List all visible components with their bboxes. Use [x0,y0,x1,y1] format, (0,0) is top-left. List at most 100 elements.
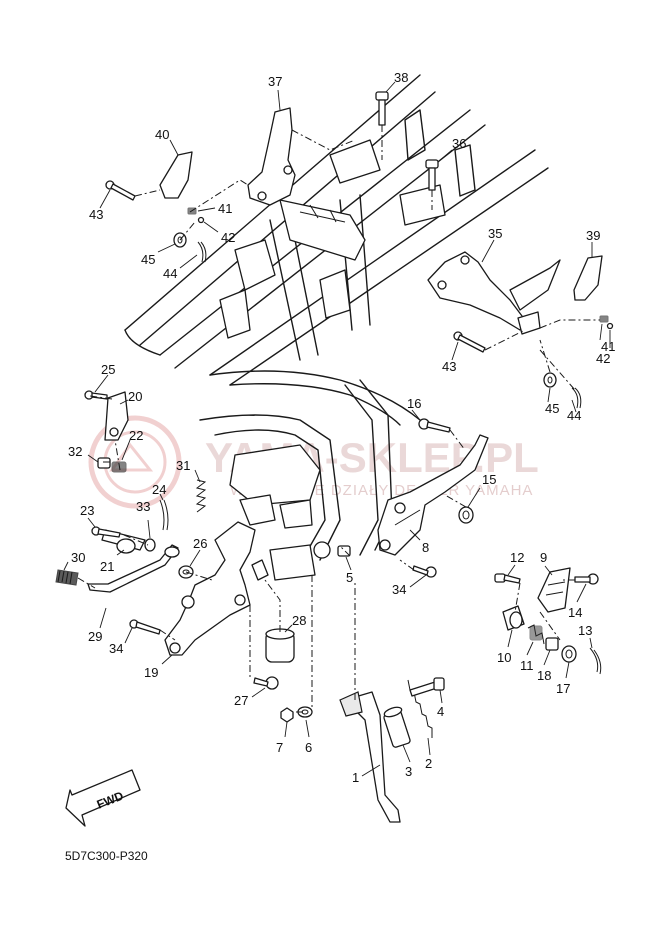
svg-text:16: 16 [407,396,421,411]
callout-34b: 34 [392,574,427,597]
callout-38: 38 [385,70,408,93]
svg-text:22: 22 [129,428,143,443]
svg-text:31: 31 [176,458,190,473]
svg-text:18: 18 [537,668,551,683]
callouts: 1 2 3 4 5 6 7 8 [63,70,615,785]
svg-text:12: 12 [510,550,524,565]
svg-text:43: 43 [89,207,103,222]
callout-43a: 43 [89,189,111,222]
svg-text:21: 21 [100,559,114,574]
callout-20: 20 [119,389,142,405]
ball-42b [606,322,614,330]
svg-text:14: 14 [568,605,582,620]
svg-text:34: 34 [392,582,406,597]
washer-17 [561,645,577,663]
bolt-16 [418,418,451,433]
callout-29: 29 [88,607,107,644]
damper-28 [265,628,295,663]
callout-10: 10 [497,629,513,665]
svg-text:15: 15 [482,472,496,487]
rider-footrest-bracket-left [164,521,269,656]
svg-text:8: 8 [422,540,429,555]
stand-bolt [409,677,445,697]
callout-42b: 42 [596,330,610,366]
callout-41b: 41 [599,323,615,354]
callout-28: 28 [284,613,306,633]
svg-text:9: 9 [540,550,547,565]
svg-text:32: 32 [68,444,82,459]
bolt-38 [375,91,389,126]
footrest-pivot-10 [502,605,525,631]
callout-32: 32 [68,444,99,463]
callout-44b: 44 [567,399,581,423]
washer-15 [458,506,474,524]
bracket-20 [104,391,129,441]
callout-26: 26 [189,536,207,567]
svg-text:4: 4 [437,704,444,719]
callout-13: 13 [578,623,592,649]
svg-text:13: 13 [578,623,592,638]
bushing-32 [97,457,111,469]
callout-7: 7 [276,721,288,755]
diagram-code: 5D7C300-P320 [65,849,148,863]
spring-30 [55,569,79,586]
callout-3: 3 [402,744,412,779]
callout-12: 12 [507,550,524,576]
pin-43b [453,331,486,353]
callout-1: 1 [352,764,381,785]
rear-frame [124,74,549,426]
svg-text:1: 1 [352,770,359,785]
svg-text:7: 7 [276,740,283,755]
svg-text:24: 24 [152,482,166,497]
assembly-lines [77,125,600,713]
callout-9: 9 [540,550,553,576]
side-stand [339,691,401,823]
callout-4: 4 [437,689,444,719]
bolt-36 [425,159,439,191]
callout-24: 24 [152,482,166,501]
callout-18: 18 [537,649,551,683]
svg-text:45: 45 [141,252,155,267]
svg-text:3: 3 [405,764,412,779]
pin-14 [574,573,599,585]
washer-45b [543,372,557,388]
svg-text:38: 38 [394,70,408,85]
callout-44a: 44 [163,254,198,281]
callout-27: 27 [234,687,266,708]
svg-text:42: 42 [596,351,610,366]
forward-direction-arrow: FWD [65,769,141,827]
callout-14: 14 [568,583,587,620]
ball-42a [197,216,205,224]
svg-text:23: 23 [80,503,94,518]
callout-25: 25 [94,362,115,393]
callout-30: 30 [63,550,85,571]
svg-text:2: 2 [425,756,432,771]
callout-31: 31 [176,458,201,483]
svg-text:10: 10 [497,650,511,665]
shift-pedal-29 [87,544,180,593]
callout-19: 19 [144,654,173,680]
callout-40: 40 [155,127,179,156]
callout-5: 5 [345,556,353,585]
callout-16: 16 [407,396,421,421]
cotter-pin-13 [589,647,602,675]
watermark-logo [88,415,182,509]
footrest-peg-40 [159,151,193,199]
callout-36: 36 [437,136,466,163]
callout-8: 8 [409,529,429,555]
brake-pedal-21 [101,529,146,554]
callout-22: 22 [121,428,143,461]
callout-2: 2 [425,737,432,771]
svg-text:27: 27 [234,693,248,708]
svg-text:42: 42 [221,230,235,245]
svg-text:25: 25 [101,362,115,377]
footrest-peg-9 [537,567,571,613]
bracket-37 [247,107,296,206]
callout-35: 35 [481,226,502,263]
svg-text:26: 26 [193,536,207,551]
pin-43a [105,180,136,201]
spring-31 [195,479,207,513]
svg-text:33: 33 [136,499,150,514]
svg-text:28: 28 [292,613,306,628]
